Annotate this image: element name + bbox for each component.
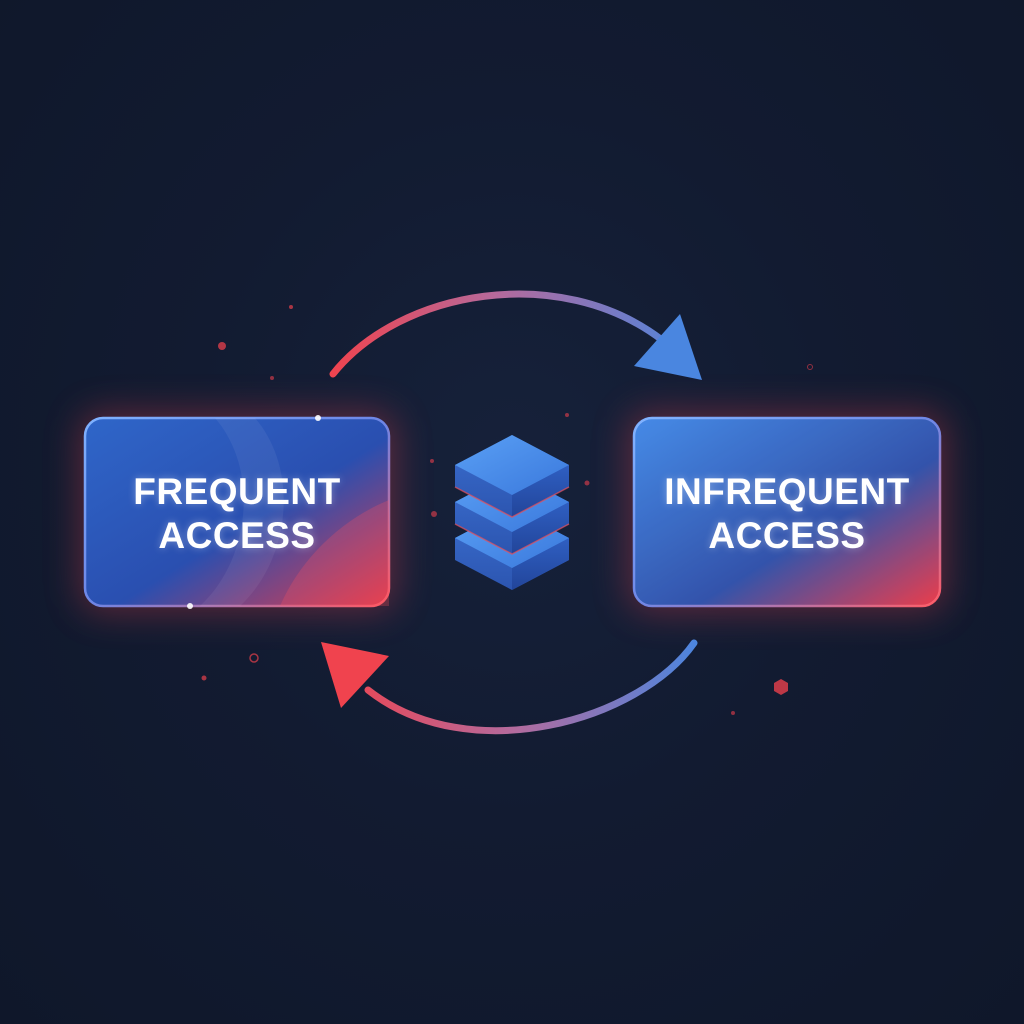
infrequent-label-line1: INFREQUENT [664,471,910,512]
infrequent-access-box [632,416,942,608]
infrequent-access-label: INFREQUENT ACCESS [634,470,940,558]
stacked-layers-icon [454,435,570,590]
frequent-label-line2: ACCESS [158,515,316,556]
arrow-left-icon [321,639,698,735]
infrequent-label-line2: ACCESS [708,515,866,556]
decorative-particles [201,305,813,715]
frequent-label-line1: FREQUENT [133,471,341,512]
arrow-right-icon [329,290,702,380]
frequent-access-label: FREQUENT ACCESS [85,470,389,558]
frequent-access-box [83,415,391,609]
